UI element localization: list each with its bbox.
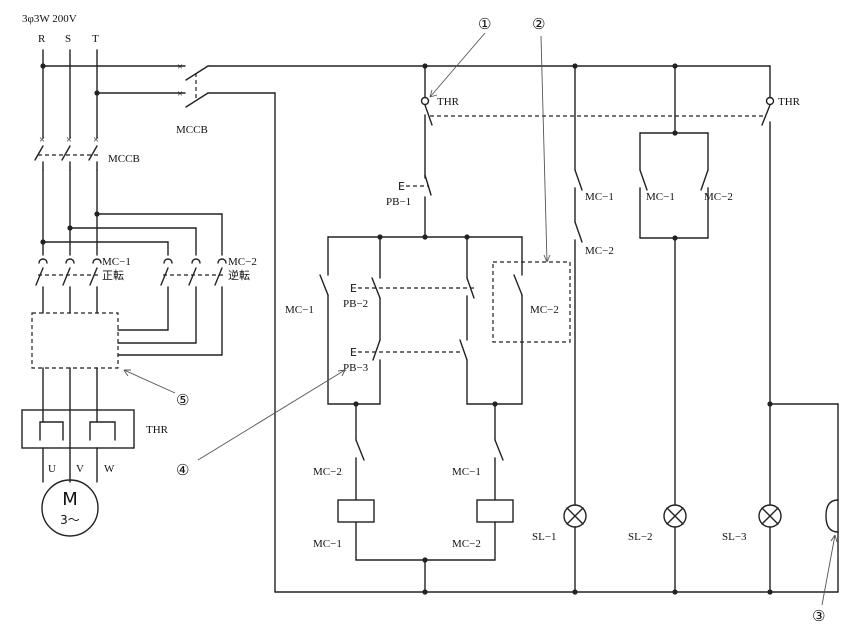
mc2-hold-label: MC−2: [530, 304, 559, 316]
terminal-w: W: [104, 463, 115, 475]
svg-text:×: ×: [93, 134, 99, 146]
phase-r-label: R: [38, 33, 46, 45]
mc1-coil: [337, 499, 375, 523]
phase-t-label: T: [92, 33, 99, 45]
terminal-u: U: [48, 463, 56, 475]
mc1-power-contacts: MC−1 正転: [35, 256, 131, 286]
pb1-e: E: [398, 180, 405, 193]
terminal-v: V: [76, 463, 84, 475]
mc1-interlock-label: MC−1: [452, 466, 481, 478]
pb3-label: PB−3: [343, 362, 369, 374]
svg-text:×: ×: [66, 134, 72, 146]
mccb-top-label: MCCB: [176, 124, 208, 136]
mc2-power-label: MC−2: [228, 256, 257, 268]
mccb-control-breaker: × × MCCB: [176, 61, 209, 136]
callout-1: ①: [478, 15, 491, 33]
motor-sub: 3〜: [60, 513, 80, 527]
mc2-coil: [476, 499, 514, 523]
callout5-box: [31, 312, 119, 369]
svg-text:×: ×: [177, 61, 183, 73]
svg-text:×: ×: [177, 88, 183, 100]
phase-s-label: S: [65, 33, 71, 45]
motor-symbol: M 3〜: [41, 479, 99, 537]
pb3-e: E: [350, 346, 357, 359]
callout-5: ⑤: [176, 391, 189, 409]
pb2-e: E: [350, 282, 357, 295]
sl1-label: SL−1: [532, 531, 557, 543]
sl2-mc2-label: MC−2: [704, 191, 733, 203]
sl3-label: SL−3: [722, 531, 747, 543]
supply-title: 3φ3W 200V: [22, 13, 77, 25]
svg-text:×: ×: [39, 134, 45, 146]
callout2-box: [492, 261, 571, 343]
callout-4: ④: [176, 461, 189, 479]
mc2-coil-label: MC−2: [452, 538, 481, 550]
callouts: ① ② ③ ④ ⑤: [123, 15, 838, 625]
mc1-coil-label: MC−1: [313, 538, 342, 550]
sl1-lamp-icon: [563, 504, 587, 528]
thr-left-label: THR: [437, 96, 460, 108]
reverse-label: 逆転: [228, 268, 250, 282]
motor-thermal-relay: THR: [21, 409, 169, 449]
mc1-hold-label: MC−1: [285, 304, 314, 316]
callout-2: ②: [532, 15, 545, 33]
thr-right-label: THR: [778, 96, 801, 108]
sl1-mc2-label: MC−2: [585, 245, 614, 257]
mc2-interlock-label: MC−2: [313, 466, 342, 478]
power-circuit: 3φ3W 200V R S T × × × MCCB: [21, 13, 257, 537]
callout-3: ③: [812, 607, 825, 625]
mc1-power-label: MC−1: [102, 256, 131, 268]
mccb-main-breaker: × × × MCCB: [34, 134, 140, 171]
control-circuit: THR E PB−1 MC−1 E PB−2 E PB−3: [285, 63, 839, 595]
sl2-mc1-label: MC−1: [646, 191, 675, 203]
sl2-label: SL−2: [628, 531, 653, 543]
mccb-main-label: MCCB: [108, 153, 140, 165]
sl1-mc1-label: MC−1: [585, 191, 614, 203]
sl3-lamp-icon: [758, 504, 782, 528]
pb1-label: PB−1: [386, 196, 411, 208]
forward-label: 正転: [102, 269, 124, 282]
pb2-label: PB−2: [343, 298, 368, 310]
buzzer-icon: [825, 499, 839, 593]
motor-thr-label: THR: [146, 424, 169, 436]
motor-m: M: [62, 489, 78, 510]
sl2-lamp-icon: [663, 504, 687, 528]
mc2-power-contacts: MC−2 逆転: [160, 256, 257, 286]
